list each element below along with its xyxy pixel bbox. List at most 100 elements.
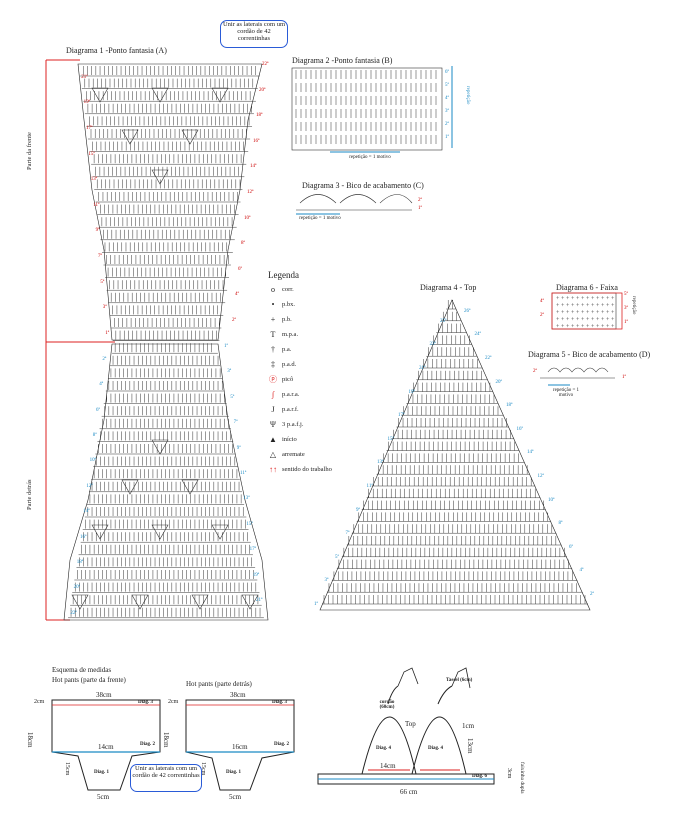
d2-row-number: 5ª bbox=[445, 83, 449, 88]
fan-motif bbox=[151, 439, 169, 455]
stitch: + bbox=[591, 310, 595, 316]
stitch: + bbox=[606, 324, 610, 330]
d4-row-number: 19ª bbox=[408, 389, 415, 395]
top-h13: 13cm bbox=[466, 738, 474, 754]
stitch: + bbox=[611, 310, 615, 316]
front-title: Hot pants (parte da frente) bbox=[52, 676, 126, 684]
d4-row-number: 8ª bbox=[558, 521, 563, 527]
d1-front-row-number: 1ª bbox=[105, 330, 110, 336]
d4-row-number: 20ª bbox=[495, 379, 502, 385]
d4-row-number: 10ª bbox=[548, 497, 555, 503]
stitch: + bbox=[606, 317, 610, 323]
stitch: + bbox=[586, 310, 590, 316]
legend-symbol: △ bbox=[269, 450, 277, 459]
diagram4-stitches bbox=[322, 300, 588, 605]
d4-row-number: 23ª bbox=[429, 342, 436, 348]
legend-label: p.a. bbox=[282, 346, 292, 353]
d4-row-number: 21ª bbox=[419, 366, 426, 371]
front-crotch-height: 15cm bbox=[64, 762, 70, 776]
stitch: + bbox=[611, 324, 615, 330]
d1-back-row-number: 12ª bbox=[86, 483, 93, 489]
d1-back-row-number: 3ª bbox=[227, 369, 232, 375]
legend-label: 3 p.a.f.j. bbox=[282, 421, 304, 428]
fan-motif bbox=[91, 524, 109, 540]
diagram3-title: Diagrama 3 - Bico de acabamento (C) bbox=[302, 181, 424, 190]
legend-symbol: ▲ bbox=[269, 435, 277, 444]
legend-symbol: † bbox=[271, 345, 275, 354]
band-label: faixinha dupla bbox=[519, 762, 525, 794]
cordao-label: cordão (60cm) bbox=[379, 700, 395, 710]
diagram6-repeat: repetição bbox=[631, 296, 636, 315]
top-h1: 1cm bbox=[462, 722, 475, 730]
d1-back-row-number: 2ª bbox=[102, 356, 107, 362]
d1-back-row-number: 1ª bbox=[224, 344, 228, 349]
legend-label: m.p.a. bbox=[282, 331, 299, 338]
front-side: 2cm bbox=[34, 699, 45, 705]
legend-item: +p.b. bbox=[268, 314, 292, 325]
d1-back-row-number: 9ª bbox=[236, 445, 241, 451]
diagram1-back-grid bbox=[63, 343, 269, 621]
stitch: + bbox=[561, 324, 565, 330]
legend-item: Ψ 3 p.a.f.j. bbox=[268, 419, 303, 430]
stitch: + bbox=[576, 303, 580, 309]
front-diag3: Diag. 3 bbox=[138, 700, 153, 705]
side-front-label: Parte da frente bbox=[26, 132, 33, 170]
stitch: + bbox=[596, 296, 600, 302]
diagram3-repeat: repetição = 1 motivo bbox=[299, 216, 341, 221]
stitch: + bbox=[611, 317, 615, 323]
legend-symbol: ↑↑ bbox=[269, 465, 277, 474]
diagram2-repeat-bottom: repetição = 1 motivo bbox=[349, 155, 391, 160]
stitch: + bbox=[596, 317, 600, 323]
d2-row-number: 3ª bbox=[445, 109, 449, 114]
d4-row-number: 2ª bbox=[590, 592, 594, 597]
note-join-sides-top: Unir as laterais com um cordão de 42 cor… bbox=[220, 20, 288, 48]
diagram3-row-2: 2ª bbox=[418, 198, 422, 203]
d4-row-number: 12ª bbox=[537, 474, 544, 479]
band-height: 3cm bbox=[506, 768, 512, 779]
d4-row-number: 9ª bbox=[356, 507, 360, 513]
d2-row-number: 6ª bbox=[445, 70, 449, 75]
d1-front-row-number: 11ª bbox=[93, 202, 100, 208]
d2-row-number: 2ª bbox=[445, 122, 449, 127]
stitch: + bbox=[591, 317, 595, 323]
stitch: + bbox=[556, 296, 560, 302]
legend-symbol: Ψ bbox=[270, 420, 276, 429]
d6-row-number: 5ª bbox=[624, 292, 628, 297]
legend-symbol: + bbox=[270, 315, 276, 324]
d1-back-row-number: 11ª bbox=[240, 471, 247, 476]
diagram4-title: Diagrama 4 - Top bbox=[420, 283, 477, 292]
diagram3-edging bbox=[296, 194, 413, 211]
d4-row-number: 13ª bbox=[377, 460, 384, 466]
d1-back-row-number: 16ª bbox=[80, 534, 87, 540]
diagram2-title: Diagrama 2 -Ponto fantasia (B) bbox=[292, 56, 393, 65]
top-diag4-right: Diag. 4 bbox=[428, 746, 443, 751]
legend-label: arremate bbox=[282, 451, 305, 458]
d1-back-row-number: 14ª bbox=[83, 509, 90, 515]
stitch: + bbox=[606, 296, 610, 302]
front-height: 18cm bbox=[26, 732, 34, 748]
stitch: + bbox=[571, 296, 575, 302]
fan-motif bbox=[71, 594, 89, 610]
d1-front-row-number: 6ª bbox=[238, 266, 242, 272]
note-text: Unir as laterais com um cordão de 42 cor… bbox=[132, 765, 200, 779]
fan-motif bbox=[191, 594, 209, 610]
stitch: + bbox=[601, 310, 605, 316]
d2-row-number: 1ª bbox=[445, 135, 449, 140]
hotpants-front-shape bbox=[51, 699, 161, 791]
diagram1-title: Diagrama 1 -Ponto fantasia (A) bbox=[66, 46, 167, 55]
d1-back-row-number: 19ª bbox=[252, 572, 260, 578]
back-top-width: 38cm bbox=[230, 691, 246, 699]
d1-back-row-number: 15ª bbox=[246, 521, 253, 527]
front-mid-width: 14cm bbox=[98, 743, 114, 751]
d1-back-row-number: 17ª bbox=[249, 547, 256, 553]
stitch: + bbox=[566, 324, 570, 330]
d2-row-number: 4ª bbox=[445, 96, 449, 101]
back-diag3: Diag. 3 bbox=[272, 700, 287, 705]
d1-front-row-number: 22ª bbox=[262, 62, 269, 67]
stitch: + bbox=[581, 296, 585, 302]
stitch: + bbox=[601, 303, 605, 309]
fan-motif bbox=[121, 129, 139, 145]
hotpants-back-shape bbox=[185, 699, 295, 791]
